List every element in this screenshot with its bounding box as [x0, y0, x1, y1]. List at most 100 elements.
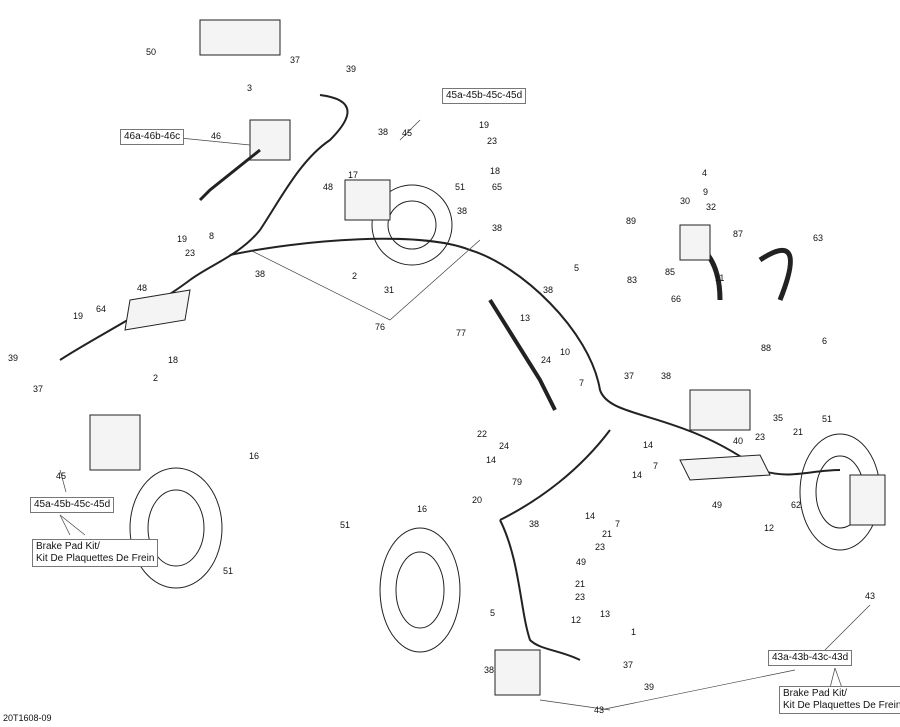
- callout-66: 66: [671, 294, 681, 304]
- callout-31: 31: [384, 285, 394, 295]
- callout-65: 65: [492, 182, 502, 192]
- brake-pad-kit-left: Brake Pad Kit/ Kit De Plaquettes De Frei…: [32, 539, 159, 567]
- callout-12: 12: [764, 523, 774, 533]
- callout-13: 13: [600, 609, 610, 619]
- callout-5: 5: [490, 608, 495, 618]
- callout-3: 3: [247, 83, 252, 93]
- callout-19: 19: [177, 234, 187, 244]
- callout-64: 64: [96, 304, 106, 314]
- callout-12: 12: [571, 615, 581, 625]
- callout-14: 14: [486, 455, 496, 465]
- callout-83: 83: [627, 275, 637, 285]
- callout-38: 38: [457, 206, 467, 216]
- callout-19: 19: [479, 120, 489, 130]
- caliper-front-right: [344, 179, 391, 221]
- callout-7: 7: [579, 378, 584, 388]
- callout-17: 17: [348, 170, 358, 180]
- brake-lever: [198, 148, 261, 202]
- brake-line-rear: [499, 429, 611, 661]
- callout-14: 14: [643, 440, 653, 450]
- drawing-code: 20T1608-09: [3, 713, 52, 723]
- callout-2: 2: [352, 271, 357, 281]
- kit-ref-43: 43a-43b-43c-43d: [768, 650, 853, 666]
- callout-38: 38: [484, 665, 494, 675]
- callout-51: 51: [223, 566, 233, 576]
- callout-20: 20: [472, 495, 482, 505]
- brake-disc-rear-left: [379, 527, 461, 653]
- bracket-part: [199, 19, 281, 56]
- callout-23: 23: [755, 432, 765, 442]
- brake-line-left: [59, 94, 349, 361]
- kit-label-line1: Brake Pad Kit/: [783, 688, 847, 699]
- callout-10: 10: [560, 347, 570, 357]
- callout-16: 16: [249, 451, 259, 461]
- callout-62: 62: [791, 500, 801, 510]
- callout-13: 13: [520, 313, 530, 323]
- brake-line-main: [229, 237, 841, 476]
- brake-pedal: [488, 298, 557, 411]
- callout-32: 32: [706, 202, 716, 212]
- callout-37: 37: [290, 55, 300, 65]
- callout-37: 37: [624, 371, 634, 381]
- callout-38: 38: [378, 127, 388, 137]
- callout-14: 14: [585, 511, 595, 521]
- callout-38: 38: [255, 269, 265, 279]
- callout-2: 2: [153, 373, 158, 383]
- callout-23: 23: [185, 248, 195, 258]
- kit-label-line1: Brake Pad Kit/: [36, 541, 100, 552]
- callout-45: 45: [56, 471, 66, 481]
- callout-87: 87: [733, 229, 743, 239]
- callout-79: 79: [512, 477, 522, 487]
- callout-37: 37: [623, 660, 633, 670]
- callout-4: 4: [702, 168, 707, 178]
- reservoir: [679, 224, 711, 261]
- callout-14: 14: [632, 470, 642, 480]
- callout-23: 23: [575, 592, 585, 602]
- callout-38: 38: [661, 371, 671, 381]
- callout-30: 30: [680, 196, 690, 206]
- callout-18: 18: [168, 355, 178, 365]
- callout-43: 43: [865, 591, 875, 601]
- callout-7: 7: [615, 519, 620, 529]
- callout-38: 38: [543, 285, 553, 295]
- callout-46: 46: [211, 131, 221, 141]
- callout-22: 22: [477, 429, 487, 439]
- callout-9: 9: [703, 187, 708, 197]
- callout-51: 51: [340, 520, 350, 530]
- kit-label-line2: Kit De Plaquettes De Frein: [783, 700, 900, 711]
- callout-63: 63: [813, 233, 823, 243]
- callout-6: 6: [822, 336, 827, 346]
- callout-37: 37: [33, 384, 43, 394]
- callout-45: 45: [402, 128, 412, 138]
- callout-21: 21: [575, 579, 585, 589]
- callout-49: 49: [712, 500, 722, 510]
- callout-7: 7: [653, 461, 658, 471]
- caliper-rear-right: [849, 474, 886, 526]
- kit-ref-45-left: 45a-45b-45c-45d: [30, 497, 115, 513]
- callout-48: 48: [137, 283, 147, 293]
- callout-77: 77: [456, 328, 466, 338]
- brake-disc-front-left: [129, 467, 223, 589]
- callout-18: 18: [490, 166, 500, 176]
- callout-24: 24: [499, 441, 509, 451]
- callout-23: 23: [595, 542, 605, 552]
- brake-pad-kit-right: Brake Pad Kit/ Kit De Plaquettes De Frei…: [779, 686, 900, 714]
- callout-40: 40: [733, 436, 743, 446]
- callout-39: 39: [346, 64, 356, 74]
- master-cylinder: [249, 119, 291, 161]
- callout-85: 85: [665, 267, 675, 277]
- callout-19: 19: [73, 311, 83, 321]
- brake-disc-front-right: [371, 184, 453, 266]
- callout-8: 8: [209, 231, 214, 241]
- callout-38: 38: [492, 223, 502, 233]
- callout-39: 39: [644, 682, 654, 692]
- leader-lines: [59, 119, 871, 711]
- callout-50: 50: [146, 47, 156, 57]
- callout-43: 43: [594, 705, 604, 715]
- callout-51: 51: [822, 414, 832, 424]
- callout-48: 48: [323, 182, 333, 192]
- front-plate-48: [124, 289, 191, 331]
- kit-label-line2: Kit De Plaquettes De Frein: [36, 553, 155, 564]
